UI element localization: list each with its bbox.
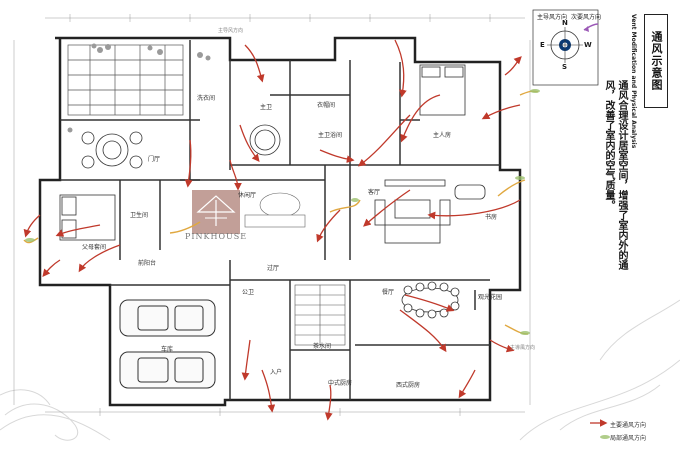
diagram-description: 通风合理设计居室空间，增强了室内外的通风，改善了室内的空气质量。 [603,80,627,270]
room-entrance: 入户 [270,369,283,376]
watermark-logo [192,190,240,234]
room-garage: 车库 [161,346,174,353]
walls [38,36,522,407]
dimension-lines [13,14,531,416]
room-laundry: 洗衣间 [197,95,216,102]
decor-swirl-left [0,389,111,441]
room-western-kitchen: 西式厨房 [396,382,421,389]
beds [59,64,466,241]
legend-local-label: 局部通风方向 [610,435,647,442]
stairs [294,284,346,346]
room-family-room: 休闲厅 [238,192,257,199]
arrow-label-top: 主导风方向 [218,28,244,34]
decor-swirl-right [519,299,680,441]
room-corridor: 过厅 [267,265,280,272]
room-master-bedroom: 主人房 [433,132,452,139]
room-living-room: 客厅 [368,189,381,196]
room-bathroom1: 卫生间 [130,212,149,219]
compass-label-secondary: 次要风方向 [571,14,602,21]
room-guest-bedroom: 父母套间 [82,244,107,251]
arrow-label-right: 主導風方向 [510,345,536,351]
compass-north: N [562,19,568,27]
room-tea-room: 茶水间 [313,343,332,350]
sofa-set [374,179,451,244]
garage-cars [119,299,216,389]
room-utility-toilet: 公卫 [242,289,255,296]
room-powder: 主卫 [260,104,273,111]
room-study: 书房 [485,214,498,221]
compass-south: S [562,63,568,71]
plant-decor [67,43,211,133]
diagram-title: 通风示意图 [650,31,663,91]
room-kitchen: 中式厨房 [328,380,353,387]
title-box: 通风示意图 [644,14,668,108]
round-bathtub [249,124,486,200]
compass [532,9,599,86]
room-balcony: 前阳台 [138,260,157,267]
room-garden: 观光花园 [478,294,503,301]
legend-main-label: 主要通风方向 [610,422,647,429]
room-dressing: 衣帽间 [317,102,336,109]
lobby-table [81,131,143,169]
compass-label-main: 主导风方向 [537,14,568,21]
compass-west: W [584,41,592,49]
compass-east: E [540,41,545,49]
room-foyer: 门厅 [148,156,161,163]
room-dining: 餐厅 [382,289,395,296]
main-ventilation-arrows [23,39,608,427]
family-room-furniture [244,192,306,228]
dining-table [401,281,460,319]
diagram-subtitle: Vent Modification and Physical Analysis [630,14,637,149]
room-master-bath: 主卫浴间 [318,132,343,139]
local-arrow-leaves [25,89,610,439]
pergola [67,44,184,116]
watermark-text: PINKHOUSE [185,232,248,241]
